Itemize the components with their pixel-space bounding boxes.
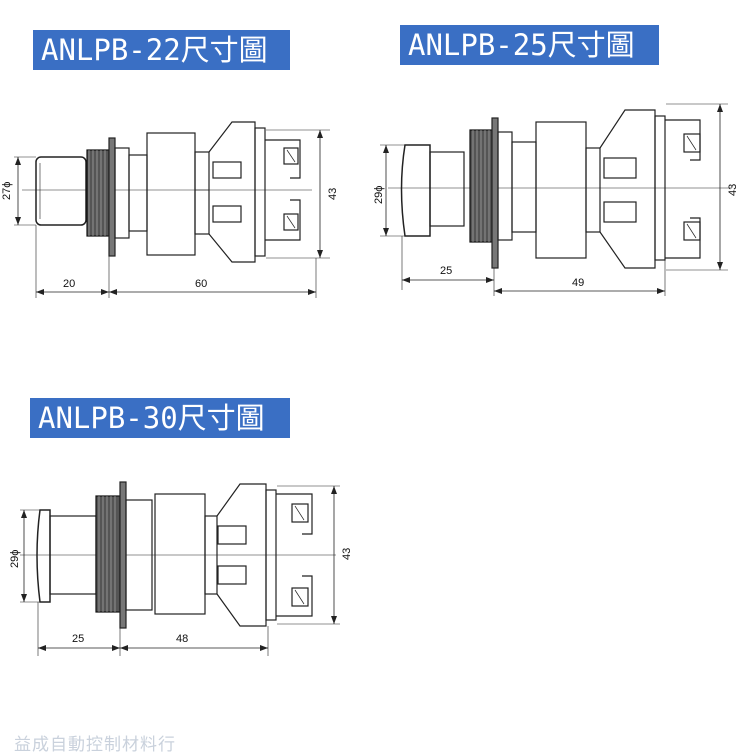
dim-body-length: 48 — [176, 633, 188, 645]
dim-height: 43 — [341, 548, 353, 560]
dim-body-length: 60 — [195, 278, 207, 290]
diagram-title-anlpb-30: ANLPB-30尺寸圖 — [30, 398, 290, 438]
dim-front-length: 20 — [63, 278, 75, 290]
dimension-drawing-anlpb-30: 29ϕ 25 48 43 — [0, 470, 380, 660]
dim-diameter: 29ϕ — [373, 186, 385, 204]
diagram-title-anlpb-25: ANLPB-25尺寸圖 — [400, 25, 659, 65]
watermark-text: 益成自動控制材料行 — [14, 735, 176, 755]
dimension-drawing-anlpb-25: 29ϕ 25 49 43 — [0, 95, 756, 305]
dimension-drawing-anlpb-22: 27ϕ 20 60 43 — [0, 110, 380, 310]
dim-diameter: 29ϕ — [9, 550, 21, 568]
dim-height: 43 — [727, 184, 739, 196]
dim-height: 43 — [327, 188, 339, 200]
dim-diameter: 27ϕ — [1, 182, 13, 200]
diagram-title-anlpb-22: ANLPB-22尺寸圖 — [33, 30, 290, 70]
dim-front-length: 25 — [440, 265, 452, 277]
dim-body-length: 49 — [572, 277, 584, 289]
dim-front-length: 25 — [72, 633, 84, 645]
